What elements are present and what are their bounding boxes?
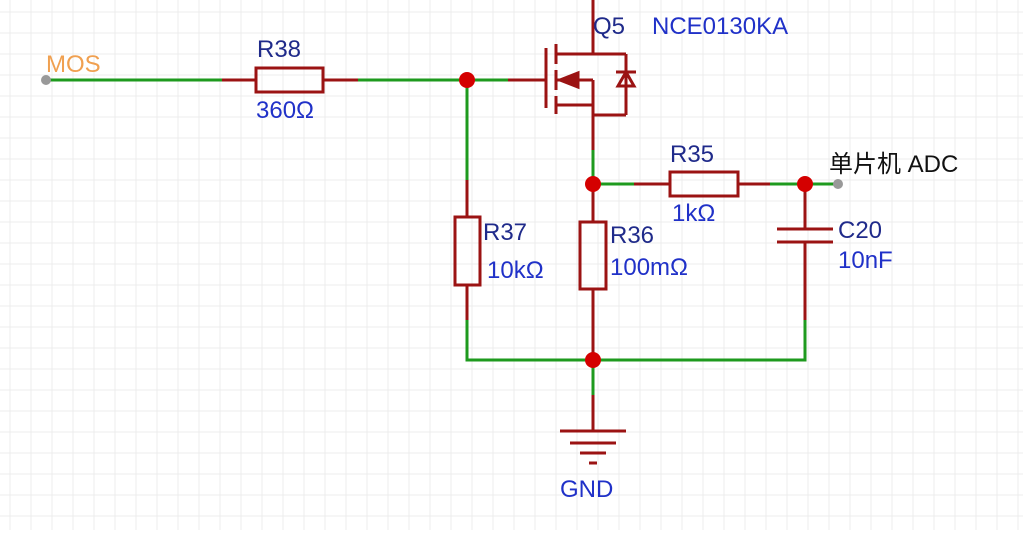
r37-symbol[interactable]: [453, 180, 482, 320]
ground-symbol[interactable]: [560, 395, 626, 465]
r38-designator: R38: [257, 36, 301, 63]
gnd-label: GND: [560, 476, 613, 503]
junction-dot: [797, 176, 813, 192]
junction-dot: [585, 176, 601, 192]
r36-value: 100mΩ: [610, 254, 688, 281]
r37-value: 10kΩ: [487, 257, 544, 284]
r35-designator: R35: [670, 141, 714, 168]
r38-symbol[interactable]: [222, 66, 358, 94]
junction-dot: [459, 72, 475, 88]
mos-port-pin[interactable]: [41, 75, 51, 85]
r36-designator: R36: [610, 222, 654, 249]
wires: [44, 78, 840, 397]
c20-value: 10nF: [838, 247, 893, 274]
port-pins: [41, 75, 843, 189]
adc-port-label: 单片机 ADC: [829, 151, 958, 178]
junctions: [459, 72, 813, 368]
adc-port-pin[interactable]: [833, 179, 843, 189]
r38-value: 360Ω: [256, 97, 314, 124]
junction-dot: [585, 352, 601, 368]
r35-value: 1kΩ: [672, 200, 715, 227]
q5-mosfet-symbol[interactable]: [508, 0, 637, 150]
c20-designator: C20: [838, 217, 882, 244]
q5-part-number: NCE0130KA: [652, 13, 788, 40]
r37-designator: R37: [483, 219, 527, 246]
components: [222, 0, 833, 465]
q5-designator: Q5: [593, 13, 625, 40]
mos-net-label: MOS: [46, 51, 101, 78]
r35-symbol[interactable]: [634, 170, 770, 198]
